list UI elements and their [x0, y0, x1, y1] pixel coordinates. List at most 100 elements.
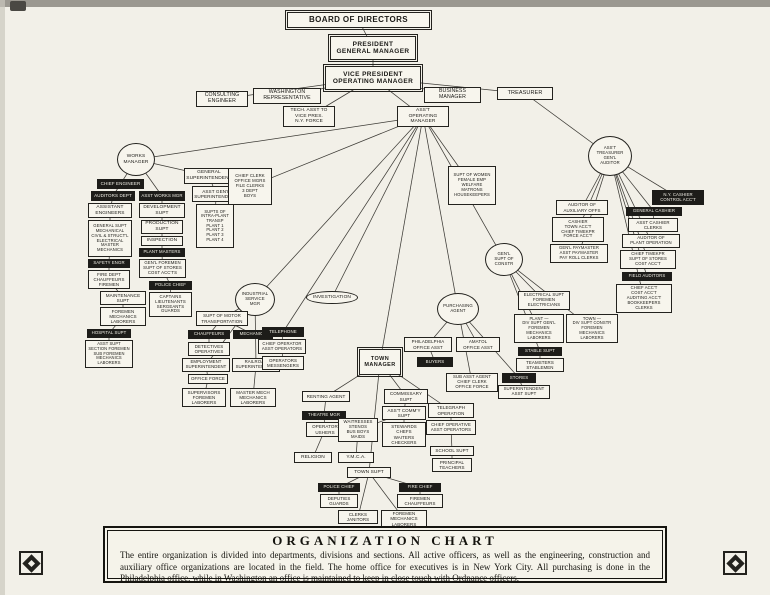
org-node-buyers: BUYERS — [417, 357, 453, 367]
org-node-supervisors: SUPERVISORS FOREMEN LABORERS — [182, 388, 226, 407]
org-node-industrial: INDUSTRIAL SERVICE MGR — [235, 283, 275, 316]
org-node-town_supt: TOWN SUPT — [347, 467, 391, 478]
org-node-president: PRESIDENT GENERAL MANAGER — [327, 33, 419, 63]
org-node-waitresses: WAITRESSES STENOS BUS BOYS MAIDS — [338, 418, 378, 442]
org-node-renting: RENTING AGENT — [302, 391, 350, 402]
org-node-works_mgr: WORKS MANAGER — [117, 143, 155, 176]
org-node-aud_aux: AUDITOR OF AUXILIARY OFFS — [556, 200, 608, 215]
org-node-board: BOARD OF DIRECTORS — [284, 9, 433, 31]
org-node-safety: SAFETY ENGR — [88, 259, 130, 268]
org-node-stewards: STEWARDS CHEFS WAITERS CHECKERS — [382, 422, 426, 447]
org-node-chief_timekpr: CHIEF TIMEKPR SUPT OF STORES COST ACC'T — [620, 250, 676, 269]
org-node-purchasing: PURCHASING AGENT — [437, 293, 479, 325]
org-node-asst_treas: ASS'T TREASURER GEN'L AUDITOR — [588, 136, 632, 176]
org-node-teamsters: TEAMSTERS STABLEMEN — [516, 358, 564, 372]
org-node-phila: PHILADELPHIA OFFICE ASST — [404, 337, 452, 352]
org-node-inspection: INSPECTION — [141, 236, 183, 246]
chart-title: ORGANIZATION CHART — [272, 533, 498, 548]
org-node-firemen2: FIREMEN CHAUFFEURS — [397, 494, 443, 508]
org-node-washington: WASHINGTON REPRESENTATIVE — [253, 88, 321, 104]
org-node-genl_constr: GEN'L SUPT OF CONSTR — [485, 243, 523, 276]
org-node-master_mech: MASTER MECH MECHANICS LABORERS — [230, 388, 276, 407]
org-node-plant_masters: PLANT MASTERS — [139, 248, 185, 257]
org-node-gen_supt: GENERAL SUPERINTENDENT — [184, 168, 234, 184]
org-node-deputies: DEPUTIES GUARDS — [320, 494, 358, 508]
org-node-consulting: CONSULTING ENGINEER — [196, 91, 248, 107]
caption-panel-inner: ORGANIZATION CHART The entire organizati… — [107, 530, 663, 583]
org-node-vicepres: VICE PRESIDENT OPERATING MANAGER — [322, 63, 424, 93]
org-node-investigation: INVESTIGATION — [306, 291, 358, 304]
org-node-asstop: ASS'T OPERATING MANAGER — [397, 106, 449, 127]
org-node-stable: STABLE SUPT — [518, 347, 562, 356]
org-node-ny_cashier: N.Y. CASHIER CONTROL ACC'T — [652, 190, 704, 205]
org-node-sub_asst: SUB ASST AGENT CHIEF CLERK OFFICE FORCE — [446, 373, 498, 392]
org-node-clerks_jan: CLERKS JANITORS — [338, 510, 378, 524]
org-node-chief_operator: CHIEF OPERATOR ASST OPERATORS — [258, 339, 306, 354]
org-node-school: SCHOOL SUPT — [430, 446, 474, 456]
org-node-foremen_mech_l: FOREMEN MECHANICS LABORERS — [100, 307, 146, 326]
org-node-telegraph: TELEGRAPH OPERATION — [428, 403, 474, 418]
org-node-chief_acct: CHIEF ACC'T COST ACC'T AUDITING ACC'T BO… — [616, 284, 672, 313]
scan-smudge — [10, 1, 26, 11]
org-node-ymca: Y.M.C.A. — [338, 452, 374, 463]
org-node-motor_supt: SUPT OF MOTOR TRANSPORTATION — [196, 311, 248, 326]
org-node-treasurer_box: TREASURER — [497, 87, 553, 100]
org-node-gen_foremen: GEN'L FOREMEN SUPT OF STORES COST ACC'TS — [139, 259, 186, 278]
org-node-hospital: HOSPITAL SUPT — [87, 329, 131, 338]
chart-description: The entire organization is divided into … — [120, 550, 650, 584]
org-node-office_force: OFFICE FORCE — [188, 374, 228, 384]
org-node-chief_clerk: CHIEF CLERK OFFICE MGRS FILE CLERKS 3 DE… — [228, 168, 272, 205]
org-node-fire_dept: FIRE DEPT CHAUFFEURS FIREMEN — [88, 270, 130, 289]
org-node-detectives: DETECTIVES OPERATIVES — [188, 342, 230, 356]
org-node-town_mgr: TOWN MANAGER — [356, 346, 404, 378]
org-node-gen_paymaster: GEN'L PAYMASTER ASST PAYMASTER PAY ROLL … — [550, 244, 608, 263]
org-node-supts_plants: SUPTS OF INTRA-PLANT TRANSP PLANT 1 PLAN… — [196, 204, 234, 248]
org-node-school_staff: PRINCIPAL TEACHERS — [432, 458, 472, 472]
scan-edge-left — [0, 0, 5, 595]
org-node-supt_women: SUPT OF WOMEN FEMALE EMP WELFARE MATRONS… — [448, 166, 496, 205]
org-node-theatre_staff: OPERATOR USHERS — [306, 422, 344, 437]
org-node-stores_supt: SUPERINTENDENT ASST SUPT — [498, 385, 550, 399]
org-node-asst_commy: ASS'T COMM'Y SUPT — [382, 406, 426, 420]
org-node-police_staff: CAPTAINS LIEUTENANTS SERGEANTS GUARDS — [149, 292, 192, 317]
corner-ornament-icon — [19, 551, 43, 575]
org-node-eng_staff: GENERAL SUPT MECHANICAL CIVIL & STRUCT'L… — [88, 220, 132, 257]
org-node-religion: RELIGION — [294, 452, 332, 463]
org-node-police2: POLICE CHIEF — [318, 483, 360, 492]
org-node-commissary: COMMISSARY SUPT — [384, 389, 428, 404]
org-node-police_chief: POLICE CHIEF — [149, 281, 192, 290]
org-node-operators: OPERATORS MESSENGERS — [262, 356, 304, 370]
org-node-employment: EMPLOYMENT SUPERINTENDENT — [182, 358, 230, 372]
org-node-production: PRODUCTION SUPT — [141, 220, 183, 234]
org-node-asst_engineers: ASSISTANT ENGINEERS — [88, 203, 132, 218]
org-node-dev_supt: DEVELOPMENT SUPT — [139, 203, 185, 218]
org-node-asst_works_mgr: ASST WORKS MGR — [139, 191, 185, 201]
org-node-chief_eng: CHIEF ENGINEER — [97, 179, 144, 189]
diamond-icon — [725, 553, 745, 573]
org-node-business: BUSINESS MANAGER — [424, 87, 481, 103]
diamond-icon — [21, 553, 41, 573]
org-node-hospital_staff: ASST SUPT SECTION FOREMEN SUB FOREMEN ME… — [85, 340, 133, 368]
org-node-chauffeurs: CHAUFFEURS — [188, 330, 230, 339]
org-node-amatol: AMATOL OFFICE ASST — [456, 337, 500, 352]
org-node-plant_div: PLANT — DIV SUPT GEN'L FOREMEN MECHANICS… — [514, 314, 564, 343]
org-node-theatre: THEATRE MGR — [302, 411, 346, 420]
org-node-field_aud: FIELD AUDITORS — [622, 272, 672, 281]
org-node-stores: STORES — [502, 373, 536, 383]
org-node-asst_cashier: ASST CASHIER CLERKS — [628, 218, 678, 232]
corner-ornament-icon — [723, 551, 747, 575]
scan-edge-top — [0, 0, 770, 7]
org-node-gen_cashier: GENERAL CASHIER — [626, 207, 682, 216]
org-node-aud_plant: AUDITOR OF PLANT OPERATION — [622, 234, 680, 248]
caption-panel: ORGANIZATION CHART The entire organizati… — [103, 526, 667, 583]
org-node-maintenance: MAINTENANCE SUPT — [100, 291, 146, 305]
org-node-audit_field: AUDITORS DEPT — [91, 191, 135, 201]
org-node-telephone: TELEPHONE — [262, 327, 304, 337]
org-node-town_div: TOWN — DIV SUPT CONSTR FOREMEN MECHANICS… — [566, 314, 618, 343]
org-node-tel_ops: CHIEF OPERATIVE ASST OPERATORS — [426, 420, 476, 435]
org-node-techasst: TECH. ASST TO VICE PRES. N.Y. FORCE — [283, 106, 335, 127]
org-node-cashier_town: CASHIER TOWN ACC'T CHIEF TIMEKPR FORCE A… — [552, 217, 604, 242]
org-node-electrical: ELECTRICAL SUPT FOREMEN ELECTRICIANS — [518, 291, 570, 310]
